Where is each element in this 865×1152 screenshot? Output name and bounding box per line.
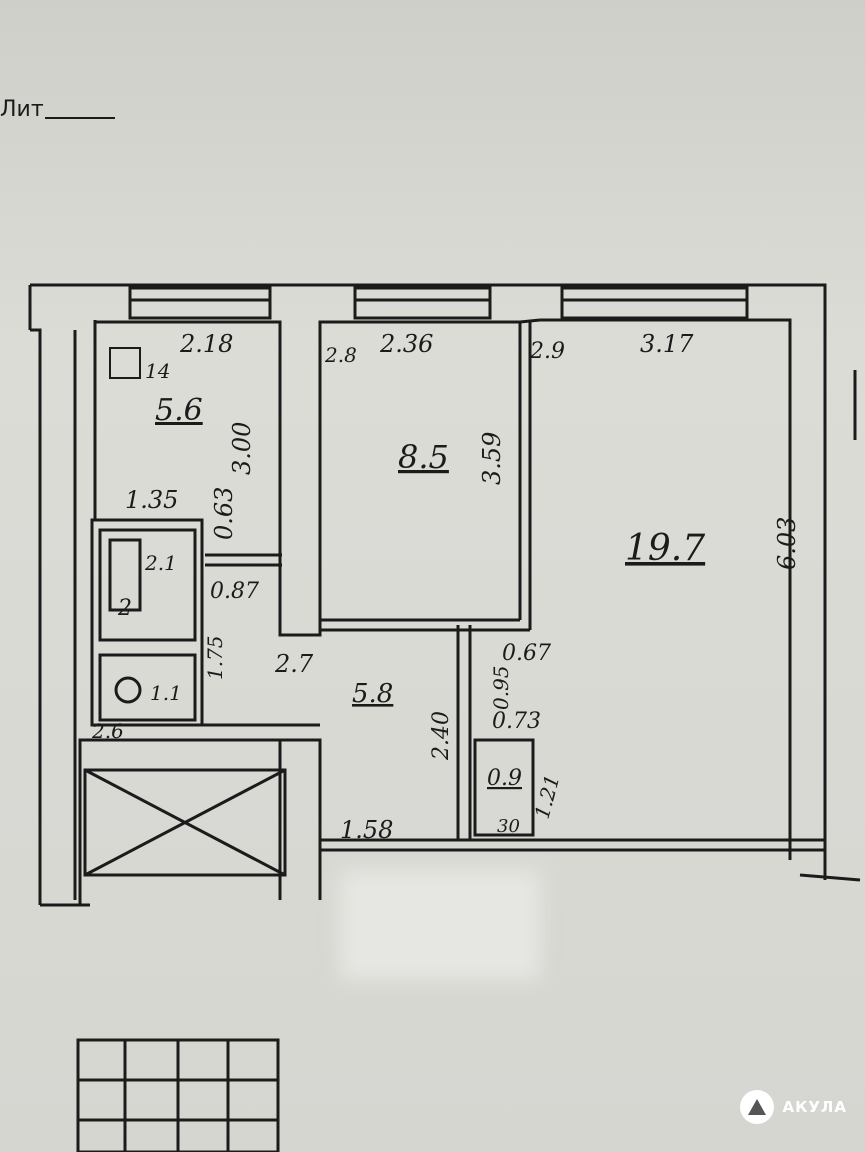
dim-bath-depth: 1.75 — [203, 635, 227, 680]
room-area-closet: 0.9 — [487, 766, 522, 791]
dim-bath-num: 2 — [117, 596, 132, 621]
dim-bath-offset: 0.63 — [210, 487, 238, 540]
dim-095: 0.95 — [489, 665, 513, 710]
shark-logo-icon — [740, 1090, 775, 1124]
dim-bedroom-depth: 3.59 — [478, 432, 506, 485]
room-area-bath: 2.1 — [144, 551, 177, 575]
dim-wc-26: 2.6 — [91, 719, 124, 743]
redacted-area — [340, 870, 540, 980]
room-area-hall: 5.8 — [352, 679, 393, 709]
dim-living-depth: 6.03 — [773, 517, 801, 570]
dim-073: 0.73 — [492, 709, 541, 734]
dim-door-087: 0.87 — [210, 579, 259, 604]
walls — [28, 117, 861, 1152]
dim-stove: 14 — [145, 359, 170, 383]
dim-kitchen-depth: 3.00 — [228, 422, 256, 475]
room-area-wc: 1.1 — [150, 681, 182, 705]
dim-closet-30: 30 — [497, 816, 520, 837]
watermark-brand: АКУЛА — [782, 1098, 847, 1116]
lit-label: Лит — [0, 97, 44, 122]
dim-bedroom-28: 2.8 — [324, 343, 357, 367]
labels: Лит 2.18 14 5.6 3.00 1.35 0.63 2.1 2 0.8… — [0, 97, 801, 844]
dim-hall-width: 1.58 — [340, 816, 393, 844]
watermark-logo: АКУЛА — [740, 1090, 847, 1124]
dim-kitchen-width: 2.18 — [179, 330, 233, 358]
dim-living-width: 3.17 — [640, 330, 694, 358]
dim-hall-27: 2.7 — [274, 650, 314, 678]
room-area-living: 19.7 — [625, 528, 705, 569]
dim-closet-depth: 1.21 — [530, 772, 565, 821]
dim-067: 0.67 — [502, 641, 551, 666]
room-area-kitchen: 5.6 — [155, 393, 203, 428]
dim-bedroom-width: 2.36 — [379, 330, 433, 358]
dim-bath-width: 1.35 — [125, 486, 178, 514]
dim-hall-depth: 2.40 — [429, 711, 454, 761]
dim-living-29: 2.9 — [529, 339, 565, 364]
room-area-bedroom: 8.5 — [398, 438, 449, 476]
